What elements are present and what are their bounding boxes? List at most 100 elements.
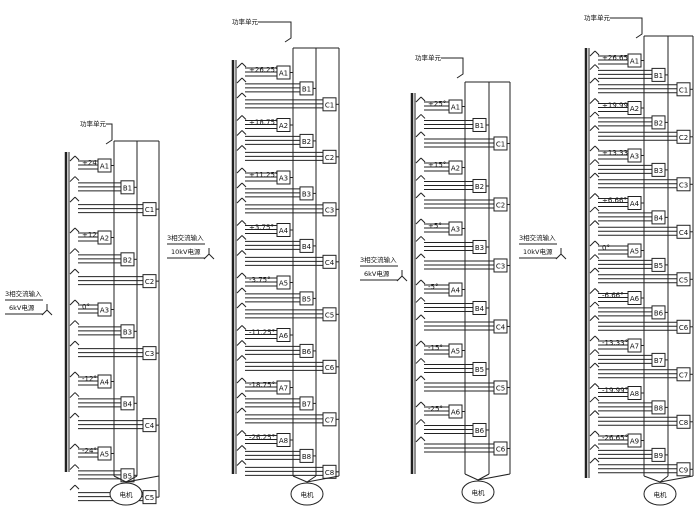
power-cell-label: B8 xyxy=(654,404,663,412)
winding-symbol xyxy=(589,254,600,260)
power-unit-leader xyxy=(258,21,292,43)
phase-angle-label: +18.75° xyxy=(249,119,278,127)
motor-label: 电机 xyxy=(120,490,134,499)
power-cell-label: A2 xyxy=(451,165,460,173)
power-unit-leader xyxy=(610,17,643,39)
power-cell-label: A1 xyxy=(279,70,288,78)
winding-symbol xyxy=(589,111,600,118)
winding-symbol xyxy=(415,218,426,225)
motor-symbol xyxy=(461,480,495,504)
winding-symbol xyxy=(236,355,247,361)
power-cell-label: B4 xyxy=(123,400,133,408)
power-cell-label: A2 xyxy=(279,122,288,130)
power-unit-label: 功率单元 xyxy=(80,119,107,128)
input-label-line2: 10kV电源 xyxy=(523,247,553,256)
winding-symbol xyxy=(589,383,600,389)
winding-symbol xyxy=(69,320,80,326)
power-cell-label: B3 xyxy=(123,328,132,336)
power-cell-label: B8 xyxy=(302,453,311,461)
winding-symbol xyxy=(415,314,426,321)
phase-angle-label: +11.25° xyxy=(249,171,278,179)
winding-symbol xyxy=(589,98,600,104)
phase-angle-label: -12° xyxy=(82,375,97,383)
power-unit-leader xyxy=(105,123,113,145)
winding-symbol xyxy=(69,176,80,182)
winding-symbol xyxy=(69,268,80,275)
input-label-line1: 3相交流输入 xyxy=(5,289,42,298)
power-cell-label: A4 xyxy=(279,227,289,235)
winding-symbol xyxy=(236,235,247,241)
phase-angle-label: 0° xyxy=(602,244,610,252)
output-wire xyxy=(292,475,308,483)
power-cell-label: A2 xyxy=(630,105,639,113)
power-cell-label: C7 xyxy=(325,416,334,424)
power-cell-label: C5 xyxy=(325,311,334,319)
power-cell-label: A3 xyxy=(630,153,639,161)
input-label-line1: 3相交流输入 xyxy=(360,255,397,264)
power-cell-label: A9 xyxy=(630,438,639,446)
output-wire xyxy=(113,475,127,483)
winding-symbol xyxy=(69,299,80,306)
output-wire xyxy=(306,475,317,483)
winding-symbol xyxy=(236,62,247,69)
power-cell-label: C3 xyxy=(679,181,688,189)
output-wire xyxy=(659,475,669,483)
power-cell-label: A1 xyxy=(451,104,460,112)
winding-symbol xyxy=(69,155,80,162)
winding-symbol xyxy=(236,167,247,174)
power-cell-label: A6 xyxy=(451,409,461,417)
phase-angle-label: -18.75° xyxy=(249,381,275,389)
diagram-2: 3相交流输入10kV电源功率单元+26.25°A1B1C1+18.75°A2B2… xyxy=(167,17,340,506)
power-cell-label: B2 xyxy=(654,119,663,127)
phase-angle-label: -6.66° xyxy=(602,292,624,300)
power-cell-label: B4 xyxy=(654,214,664,222)
winding-symbol xyxy=(69,412,80,419)
output-wire xyxy=(306,475,340,483)
phase-angle-label: +25° xyxy=(428,100,446,108)
motor-label: 电机 xyxy=(654,490,668,499)
winding-symbol xyxy=(415,253,426,260)
power-cell-label: C8 xyxy=(325,469,334,477)
power-unit-leader xyxy=(441,57,464,79)
phase-angle-label: +19.99° xyxy=(602,102,631,110)
power-unit-label: 功率单元 xyxy=(584,13,611,22)
winding-symbol xyxy=(589,444,600,450)
power-cell-label: B9 xyxy=(654,452,663,460)
winding-symbol xyxy=(415,236,426,242)
motor-symbol xyxy=(290,482,324,506)
wye-symbol xyxy=(396,270,408,282)
output-wire xyxy=(643,475,661,483)
phase-angle-label: -15° xyxy=(428,344,443,352)
winding-symbol xyxy=(415,358,426,364)
output-wire xyxy=(125,475,138,483)
winding-symbol xyxy=(415,297,426,303)
power-cell-label: C8 xyxy=(679,419,688,427)
winding-symbol xyxy=(236,445,247,451)
phase-angle-label: -19.99° xyxy=(602,387,628,395)
winding-symbol xyxy=(236,250,247,256)
phase-angle-label: -26.65° xyxy=(602,434,628,442)
winding-symbol xyxy=(589,220,600,226)
winding-symbol xyxy=(589,145,600,152)
winding-symbol xyxy=(589,410,600,416)
winding-symbol xyxy=(589,315,600,321)
winding-symbol xyxy=(589,301,600,308)
winding-symbol xyxy=(589,64,600,70)
motor-symbol xyxy=(109,482,143,506)
winding-symbol xyxy=(236,92,247,99)
winding-symbol xyxy=(236,377,247,384)
winding-symbol xyxy=(236,340,247,346)
power-cell-label: C1 xyxy=(496,140,505,148)
winding-symbol xyxy=(236,460,247,466)
